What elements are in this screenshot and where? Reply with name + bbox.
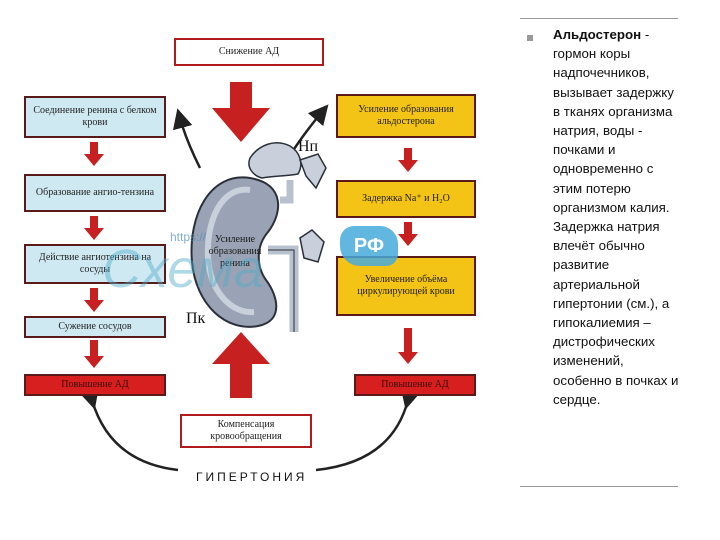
arrow-left-4: [84, 340, 104, 368]
box-na-water-retention: Задержка Na⁺ и H₂O: [336, 180, 476, 218]
top-rule: [520, 18, 678, 19]
bullet-icon: [527, 35, 533, 41]
label-pk: Пк: [186, 310, 206, 327]
curve-bottom-right: [315, 387, 421, 472]
hypertension-label: ГИПЕРТОНИЯ: [196, 470, 308, 484]
aldosterone-term: Альдостерон: [553, 27, 642, 42]
arrow-left-1: [84, 142, 104, 166]
aldosterone-description: Альдостерон - гормон коры надпочечников,…: [553, 25, 679, 409]
curve-arrow-left: [172, 108, 202, 169]
box-bp-increase-left: Повышение АД: [24, 374, 166, 396]
box-angiotensin-action: Действие ангиотензина на сосуды: [24, 244, 166, 284]
label-np: Нп: [298, 138, 319, 155]
box-renin-binding: Соединение ренина с белком крови: [24, 96, 166, 138]
arrow-right-3: [398, 328, 418, 364]
diagram-arrows: [79, 82, 421, 472]
arrow-left-2: [84, 216, 104, 240]
big-arrow-down: [212, 82, 270, 142]
box-vasoconstriction: Сужение сосудов: [24, 316, 166, 338]
kidney-label: Усиление образования ренина: [208, 234, 262, 269]
kidney-illustration: [190, 142, 327, 332]
aldosterone-text: - гормон коры надпочечников, вызывает за…: [553, 27, 679, 407]
renin-angiotensin-diagram: Снижение АД Соединение ренина с белком к…: [24, 38, 476, 484]
arrow-left-3: [84, 288, 104, 312]
watermark-badge: РФ: [340, 226, 398, 266]
box-angiotensin-formation: Образование ангио-тензина: [24, 174, 166, 212]
bottom-rule: [520, 486, 678, 487]
arrow-right-1: [398, 148, 418, 172]
big-arrow-up: [212, 332, 270, 398]
box-bp-increase-right: Повышение АД: [354, 374, 476, 396]
arrow-right-2: [398, 222, 418, 246]
box-blood-volume-increase: Увеличение объёма циркулирующей крови: [336, 256, 476, 316]
watermark-suffix: РФ: [353, 234, 385, 257]
curve-bottom-left: [79, 387, 179, 472]
box-circulation-compensation: Компенсация кровообращения: [180, 414, 312, 448]
box-aldosterone-increase: Усиление образования альдостерона: [336, 94, 476, 138]
box-bp-decrease: Снижение АД: [174, 38, 324, 66]
watermark-brand: Схема: [102, 239, 264, 299]
watermark-url: https://: [170, 230, 207, 244]
